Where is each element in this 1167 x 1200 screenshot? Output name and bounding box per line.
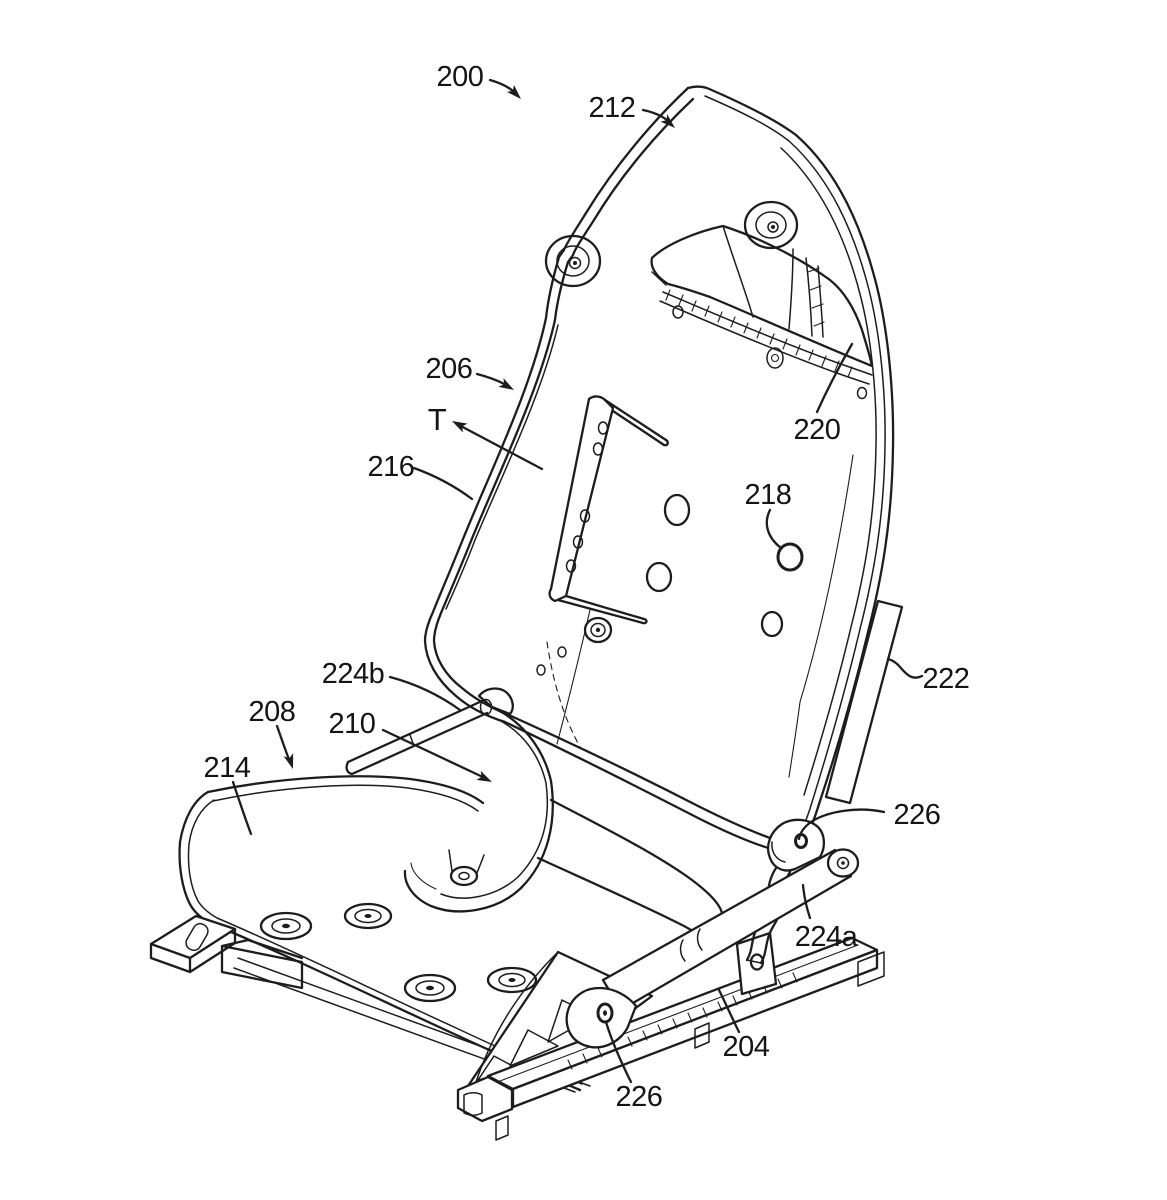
leader-lines xyxy=(231,78,924,1084)
arrowhead-206 xyxy=(498,378,514,390)
ref-label-T: T xyxy=(428,402,447,437)
seat-track-rail xyxy=(456,936,885,1141)
ref-label-214: 214 xyxy=(204,752,251,784)
leader-220 xyxy=(815,342,854,414)
leader-210 xyxy=(381,728,489,781)
pan-grommets xyxy=(259,902,538,1003)
ref-label-226-lower: 226 xyxy=(616,1081,663,1113)
leader-224a xyxy=(801,883,812,920)
airbag-module xyxy=(824,599,904,805)
arrowhead-208 xyxy=(283,753,294,769)
leader-224b xyxy=(388,675,462,712)
leader-226-lower xyxy=(604,1020,633,1084)
ref-label-200: 200 xyxy=(437,61,484,93)
leader-226-upper xyxy=(797,808,886,841)
arrowhead-T xyxy=(452,421,468,433)
arrowhead-210 xyxy=(476,770,492,782)
arrowhead-212 xyxy=(660,114,675,128)
leader-216 xyxy=(412,466,474,501)
ref-label-212: 212 xyxy=(589,92,636,124)
ref-label-226-upper: 226 xyxy=(894,799,941,831)
rod-lug xyxy=(477,687,514,716)
sill-hatch xyxy=(665,289,853,378)
reference-labels: 200 212 206 T 216 220 218 222 224b 208 2… xyxy=(204,61,970,1113)
ref-label-210: 210 xyxy=(329,708,376,740)
back-panel-opening xyxy=(650,224,874,385)
ref-label-220: 220 xyxy=(794,414,841,446)
leader-T xyxy=(455,422,544,471)
ref-label-206: 206 xyxy=(426,353,473,385)
ref-label-224a: 224a xyxy=(795,921,859,953)
seat-back-shell xyxy=(423,85,895,856)
channel-bracket xyxy=(548,395,669,625)
clevis-end xyxy=(565,986,638,1049)
ref-label-204: 204 xyxy=(723,1031,770,1063)
leader-222 xyxy=(886,657,924,679)
hole-218-target xyxy=(776,542,804,572)
arrowhead-200 xyxy=(506,84,521,99)
ref-label-222: 222 xyxy=(923,663,970,695)
leader-208 xyxy=(275,724,292,764)
ref-label-216: 216 xyxy=(368,451,415,483)
leader-214 xyxy=(231,780,253,836)
ref-label-218: 218 xyxy=(745,479,792,511)
grommets-and-holes xyxy=(536,200,868,676)
ref-label-208: 208 xyxy=(249,696,296,728)
ref-label-224b: 224b xyxy=(322,658,385,690)
rear-mount-plate xyxy=(735,931,778,996)
leader-218 xyxy=(765,508,783,550)
seat-bowl xyxy=(403,687,724,945)
actuator-cylinder-224a xyxy=(565,848,860,1049)
leader-204 xyxy=(717,988,741,1034)
